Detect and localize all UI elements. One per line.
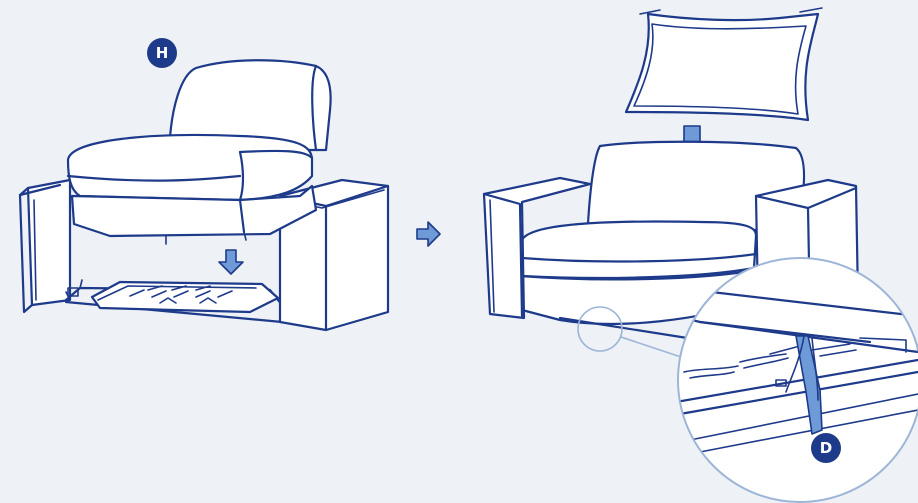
part-d-label: D	[820, 439, 832, 457]
right-arrow-icon	[417, 222, 440, 246]
seat-cushion	[68, 135, 316, 244]
down-arrow-icon	[219, 250, 243, 274]
left-armrest	[20, 180, 70, 312]
sofa-seat-cushion	[522, 222, 756, 278]
slatted-base-panel	[92, 282, 278, 312]
part-d-badge: D	[811, 433, 841, 463]
part-h-badge: H	[147, 38, 177, 68]
throw-pillow	[626, 8, 822, 120]
part-h-label: H	[156, 44, 169, 62]
left-seat-module: H	[20, 38, 388, 330]
